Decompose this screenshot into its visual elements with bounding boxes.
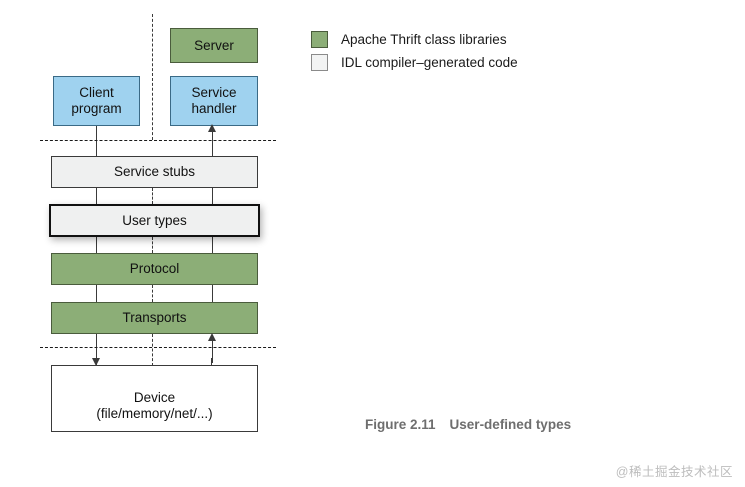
service-handler-box[interactable]: Service handler — [170, 76, 258, 126]
protocol-box[interactable]: Protocol — [51, 253, 258, 285]
protocol-to-transports-line-right — [212, 285, 213, 302]
device-box-label: Device (file/memory/net/...) — [96, 389, 213, 421]
server-box[interactable]: Server — [170, 28, 258, 63]
usertypes-to-protocol-line-center — [152, 237, 153, 253]
stubs-to-handler-line — [212, 127, 213, 156]
usertypes-to-protocol-line-right — [212, 237, 213, 253]
green-swatch-icon — [311, 31, 328, 48]
client-to-stubs-line — [96, 126, 97, 156]
client-program-box-label: Client program — [71, 85, 122, 116]
device-box[interactable]: Device (file/memory/net/...) — [51, 365, 258, 432]
figure-caption-number: Figure 2.11 — [365, 417, 436, 432]
stubs-to-usertypes-line-left — [96, 188, 97, 204]
stubs-to-usertypes-line-center — [152, 188, 153, 204]
user-types-box[interactable]: User types — [49, 204, 260, 237]
stubs-to-usertypes-line-right — [212, 188, 213, 204]
service-stubs-box[interactable]: Service stubs — [51, 156, 258, 188]
light-swatch-icon — [311, 54, 328, 71]
protocol-to-transports-line-left — [96, 285, 97, 302]
protocol-to-transports-line-center — [152, 285, 153, 302]
client-program-box[interactable]: Client program — [53, 76, 140, 126]
stubs-to-handler-arrowhead — [207, 124, 216, 132]
figure-caption: Figure 2.11 User-defined types — [365, 417, 571, 432]
transports-to-device-line-center — [152, 334, 153, 366]
legend: Apache Thrift class libraries IDL compil… — [311, 28, 518, 74]
protocol-box-label: Protocol — [129, 261, 180, 277]
service-stubs-box-label: Service stubs — [113, 164, 196, 180]
legend-item-generated-code: IDL compiler–generated code — [311, 51, 518, 74]
user-types-box-label: User types — [122, 212, 187, 228]
device-to-transports-arrowhead — [207, 333, 216, 341]
transports-box[interactable]: Transports — [51, 302, 258, 334]
server-box-label: Server — [194, 37, 234, 53]
transports-box-label: Transports — [122, 310, 187, 326]
watermark: @稀土掘金技术社区 — [615, 465, 733, 479]
figure-caption-title: User-defined types — [449, 417, 572, 432]
transports-to-device-arrowhead — [91, 358, 100, 366]
device-to-transports-line-right — [212, 336, 213, 363]
upper-boundary-dashed-line — [40, 140, 276, 141]
service-handler-box-label: Service handler — [191, 85, 237, 116]
legend-label-thrift-libraries: Apache Thrift class libraries — [341, 32, 507, 47]
legend-item-thrift-libraries: Apache Thrift class libraries — [311, 28, 518, 51]
center-dashed-line-top — [152, 14, 153, 140]
usertypes-to-protocol-line-left — [96, 237, 97, 253]
lower-boundary-dashed-line — [40, 347, 276, 348]
legend-label-generated-code: IDL compiler–generated code — [341, 55, 518, 70]
